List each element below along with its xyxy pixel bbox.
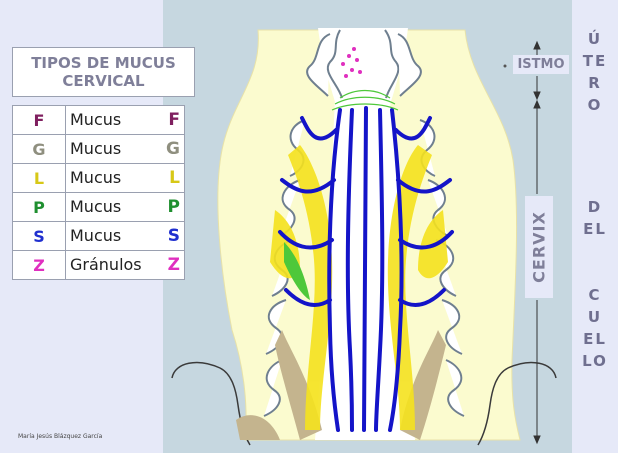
label-cervix: CERVIX xyxy=(525,196,553,298)
legend-code-f: F xyxy=(168,110,180,130)
legend-label-z: Gránulos xyxy=(70,255,142,274)
label-istmo: ISTMO xyxy=(513,55,569,74)
legend-letter-s: S xyxy=(13,222,66,251)
legend-letter-f: F xyxy=(13,106,66,135)
legend-letter-z: Z xyxy=(13,251,66,280)
legend-title-line1: TIPOS DE MUCUS xyxy=(13,54,194,72)
istmo-pointer-dot xyxy=(504,65,507,68)
legend-label-g: Mucus xyxy=(70,139,121,158)
legend-code-l: L xyxy=(169,168,180,188)
author-credit: María Jesús Blázquez García xyxy=(18,433,102,440)
left-lip-line xyxy=(172,363,250,445)
label-cuello: CUELLO xyxy=(582,284,608,372)
legend-label-s: Mucus xyxy=(70,226,121,245)
legend-code-z: Z xyxy=(168,255,180,275)
label-utero: ÚTERO xyxy=(582,28,608,116)
legend-letter-g: G xyxy=(13,135,66,164)
label-cervix-text: CERVIX xyxy=(530,211,549,283)
legend-code-p: P xyxy=(168,197,180,217)
legend-letter-l: L xyxy=(13,164,66,193)
legend-title: TIPOS DE MUCUS CERVICAL xyxy=(12,47,195,97)
label-del: DEL xyxy=(582,196,608,240)
legend-code-s: S xyxy=(168,226,180,246)
legend-letter-p: P xyxy=(13,193,66,222)
legend-title-line2: CERVICAL xyxy=(13,72,194,90)
legend-code-g: G xyxy=(166,139,180,159)
legend-label-l: Mucus xyxy=(70,168,121,187)
legend-label-f: Mucus xyxy=(70,110,121,129)
legend-label-p: Mucus xyxy=(70,197,121,216)
